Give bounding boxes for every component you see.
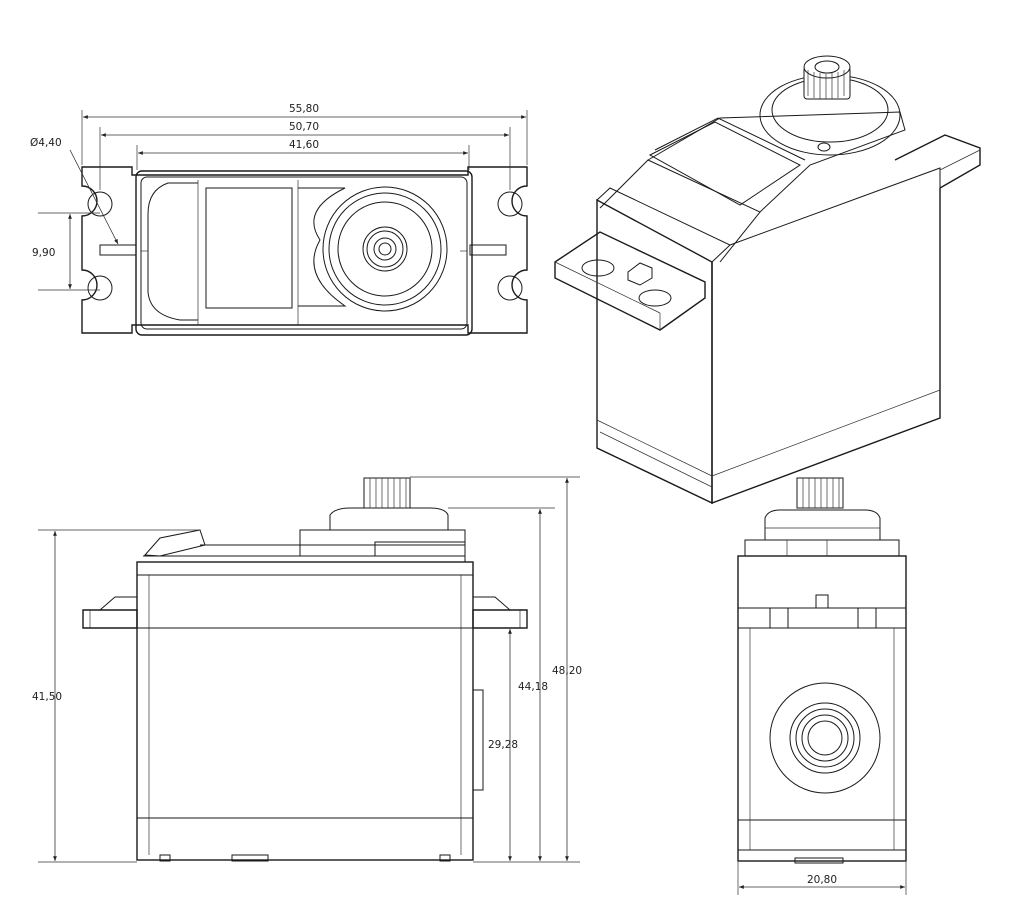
side-view-body [737,555,907,862]
side-output-gear [796,477,844,509]
dim-body-width: 20,80 [807,874,837,886]
top-view [81,166,528,336]
dim-hole-diameter: Ø4,40 [30,137,62,149]
label-window [205,187,293,309]
front-view-body [136,561,474,861]
dim-hole-spacing-length: 50,70 [289,121,319,133]
front-mount-tab-left [82,609,138,629]
iso-label-window [648,121,801,206]
front-output-gear [363,477,411,509]
side-view [737,477,907,864]
iso-mount-flange [554,231,706,331]
mount-hole [87,275,113,301]
top-view-dimensions: 55,80 50,70 41,60 Ø4,40 9,90 [30,103,528,291]
front-view-dimensions: 41,50 48,20 44,18 29,28 [32,476,582,863]
mount-hole [497,275,523,301]
dim-height-to-mount-tab: 29,28 [488,739,518,751]
side-tab [469,244,507,256]
iso-body-front [596,198,713,505]
dim-body-height: 41,50 [32,691,62,703]
front-mount-tab-right [472,609,528,629]
side-view-dimensions: 20,80 [737,862,907,895]
side-tab [99,244,137,256]
dim-overall-length: 55,80 [289,103,319,115]
dim-height-to-cover-top: 44,18 [518,681,548,693]
dim-height-to-gear-top: 48,20 [552,665,582,677]
mount-hole [87,191,113,217]
top-view-body [135,170,473,336]
dim-hole-spacing-width: 9,90 [32,247,55,259]
top-output-gear [322,186,448,312]
iso-output-gear [759,55,901,156]
top-view-mounting-flange [81,166,528,334]
dim-body-length: 41,60 [289,139,319,151]
isometric-view [554,55,981,505]
mount-hole [497,191,523,217]
wire-grommet [769,682,881,794]
front-view [82,477,528,862]
